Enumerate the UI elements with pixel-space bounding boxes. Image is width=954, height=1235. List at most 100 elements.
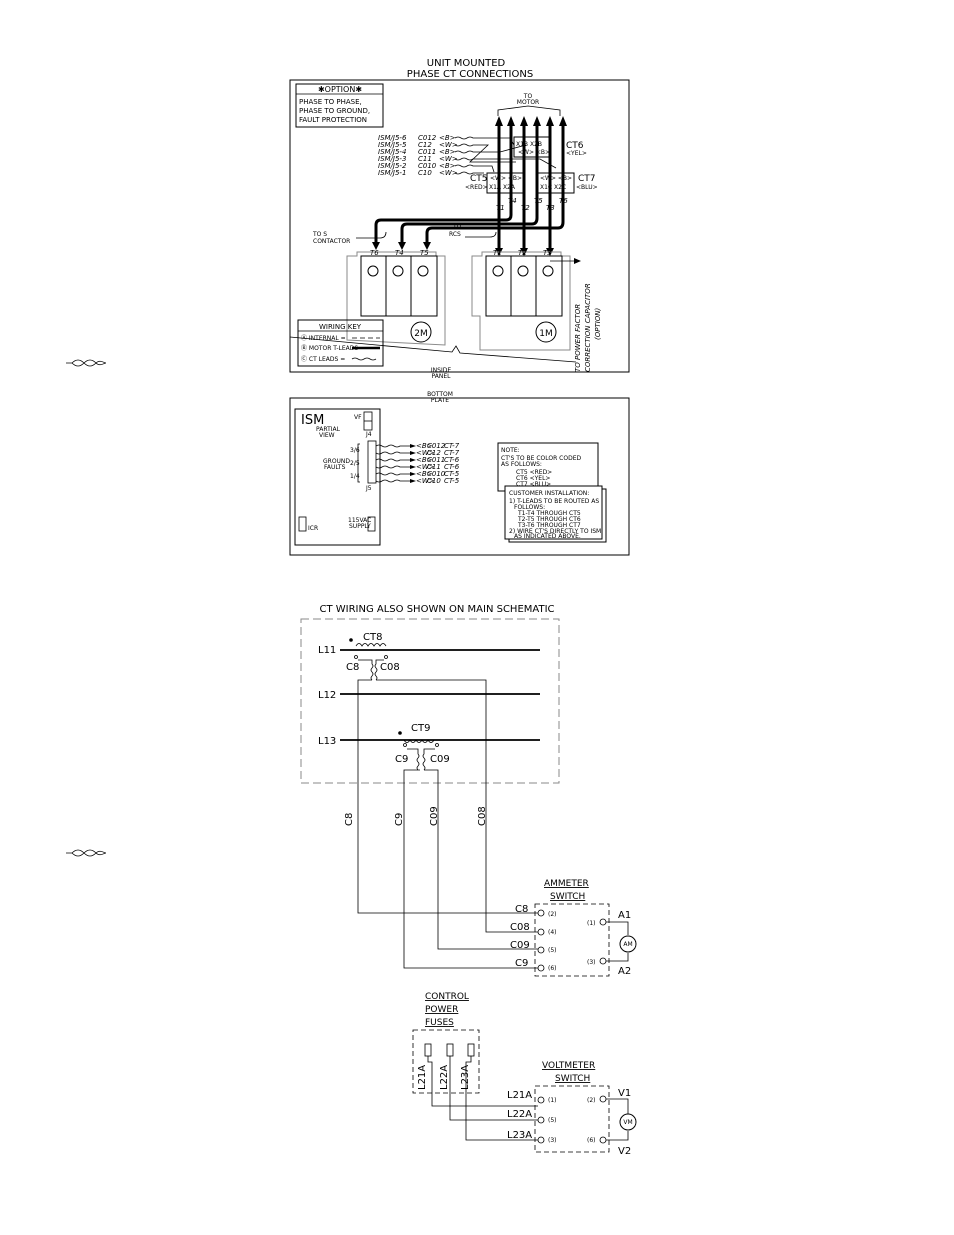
svg-text:C010: C010	[427, 470, 446, 478]
svg-text:SUPPLY: SUPPLY	[349, 523, 371, 530]
svg-text:X1B X2B: X1B X2B	[516, 141, 542, 148]
contactor-1m-label: 1M	[539, 329, 553, 339]
to-motor-label: TO	[523, 93, 533, 100]
svg-text:NOTE:: NOTE:	[501, 447, 520, 454]
svg-text:<B>: <B>	[416, 470, 433, 478]
twisted-pair-icon	[66, 849, 107, 857]
svg-text:V1: V1	[618, 1088, 631, 1099]
to-rcs-label: TO	[452, 223, 462, 230]
svg-text:X1C X2C: X1C X2C	[540, 184, 566, 191]
svg-text:(6): (6)	[548, 965, 557, 972]
svg-text:C9: C9	[395, 754, 408, 765]
svg-text:(5): (5)	[548, 1117, 557, 1124]
j5-connector	[367, 440, 377, 484]
svg-text:<YEL>: <YEL>	[566, 150, 587, 157]
svg-text:VF: VF	[354, 414, 362, 421]
ct7-box	[537, 172, 575, 194]
inside-panel-label: INSIDE	[431, 367, 451, 374]
svg-text:<W>: <W>	[416, 463, 435, 471]
svg-text:<W>: <W>	[416, 477, 435, 485]
svg-text:CT8: CT8	[363, 632, 382, 643]
svg-text:(3): (3)	[548, 1137, 557, 1144]
line-l12-label: L12	[318, 690, 336, 701]
svg-text:(1): (1)	[587, 920, 596, 927]
svg-text:T3: T3	[546, 204, 555, 212]
svg-text:C10: C10	[427, 477, 441, 485]
svg-text:C09: C09	[510, 940, 530, 951]
fuse-label: L21A	[417, 1065, 428, 1090]
svg-text:CONTACTOR: CONTACTOR	[313, 238, 350, 245]
svg-text:VIEW: VIEW	[319, 432, 335, 439]
svg-text:SWITCH: SWITCH	[555, 1074, 590, 1084]
svg-text:(OPTION): (OPTION)	[594, 307, 602, 340]
ism-lead-labels: ISM/J5-6 C012 <B> ISM/J5-5 C12 <W> ISM/J…	[378, 134, 458, 177]
ism-lead: ISM/J5-4	[378, 148, 406, 156]
svg-text:L23A: L23A	[507, 1130, 532, 1141]
svg-text:AMMETER: AMMETER	[544, 879, 589, 889]
svg-text:<W>: <W>	[439, 141, 458, 149]
svg-text:T4: T4	[395, 249, 404, 257]
ism-bottom-plate-diagram: BOTTOM PLATE ISM PARTIAL VIEW VF J4 J5 G…	[289, 391, 630, 556]
svg-text:<W> <B>: <W> <B>	[518, 149, 550, 156]
svg-text:<B>: <B>	[439, 162, 456, 170]
svg-text:<BLU>: <BLU>	[576, 184, 598, 191]
svg-text:<B>: <B>	[439, 134, 456, 142]
svg-text:PANEL: PANEL	[432, 373, 452, 380]
line-l13-label: L13	[318, 736, 336, 747]
svg-text:(2): (2)	[587, 1097, 596, 1104]
svg-text:T4: T4	[508, 197, 517, 205]
svg-text:<W>: <W>	[439, 155, 458, 163]
diagram-title-line2: PHASE CT CONNECTIONS	[407, 69, 533, 80]
fuse-label: L23A	[460, 1065, 471, 1090]
svg-text:(5): (5)	[548, 947, 557, 954]
voltmeter-switch: VOLTMETER SWITCH L21A L22A L23A (1) (5) …	[507, 1061, 637, 1157]
svg-text:A2: A2	[618, 966, 631, 977]
svg-text:SWITCH: SWITCH	[550, 892, 585, 902]
wiring-key: WIRING KEY Ⓐ INTERNAL = Ⓑ MOTOR T-LEADS …	[297, 319, 384, 367]
svg-text:C012: C012	[427, 442, 446, 450]
twisted-pair-icon	[66, 359, 107, 367]
svg-text:2/5: 2/5	[350, 460, 360, 467]
svg-text:CUSTOMER INSTALLATION:: CUSTOMER INSTALLATION:	[509, 490, 589, 497]
svg-text:X1A X2A: X1A X2A	[489, 184, 516, 191]
svg-text:2) WIRE CT'S DIRECTLY TO ISM: 2) WIRE CT'S DIRECTLY TO ISM	[509, 528, 601, 535]
ism-lead: ISM/J5-5	[378, 141, 407, 149]
svg-text:VOLTMETER: VOLTMETER	[542, 1061, 595, 1071]
svg-text:T2-T5 THROUGH CT6: T2-T5 THROUGH CT6	[517, 516, 581, 523]
wire-label-c08: C08	[477, 806, 488, 826]
option-header: ✱OPTION✱	[318, 85, 362, 94]
svg-text:C11: C11	[427, 463, 441, 471]
svg-text:L22A: L22A	[507, 1109, 532, 1120]
option-line: PHASE TO GROUND,	[299, 107, 370, 115]
svg-text:WIRING KEY: WIRING KEY	[319, 323, 362, 331]
svg-text:T1: T1	[493, 249, 502, 257]
voltmeter-icon: VM	[623, 1119, 632, 1126]
svg-text:C10: C10	[418, 169, 432, 177]
svg-text:T6: T6	[559, 197, 568, 205]
svg-text:CT-7: CT-7	[444, 449, 460, 457]
svg-text:C012: C012	[418, 134, 437, 142]
svg-text:C12: C12	[427, 449, 441, 457]
svg-text:T1-T4 THROUGH CT5: T1-T4 THROUGH CT5	[517, 510, 581, 517]
svg-text:T5: T5	[420, 249, 429, 257]
svg-text:<B>: <B>	[416, 442, 433, 450]
control-power-fuses: CONTROL POWER FUSES L21A L22A L23A	[412, 992, 538, 1141]
svg-text:C9: C9	[515, 958, 528, 969]
ism-lead: ISM/J5-6	[378, 134, 407, 142]
svg-text:AS INDICATED ABOVE.: AS INDICATED ABOVE.	[514, 533, 581, 540]
svg-text:C12: C12	[418, 141, 432, 149]
svg-text:(1): (1)	[548, 1097, 557, 1104]
option-line: FAULT PROTECTION	[299, 116, 367, 124]
svg-text:C010: C010	[418, 162, 437, 170]
svg-text:CONTROL: CONTROL	[425, 992, 469, 1002]
svg-text:115VAC: 115VAC	[348, 517, 371, 524]
svg-text:RCS: RCS	[449, 231, 461, 238]
svg-text:(4): (4)	[548, 929, 557, 936]
svg-text:J4: J4	[365, 431, 372, 438]
svg-text:3/6: 3/6	[350, 447, 360, 454]
ct8-transformer: CT8 C8 C08	[346, 632, 400, 681]
svg-text:C8: C8	[346, 662, 359, 673]
contactor-2m: T6 T4 T5 2M	[346, 249, 446, 346]
svg-text:(2): (2)	[548, 911, 557, 918]
